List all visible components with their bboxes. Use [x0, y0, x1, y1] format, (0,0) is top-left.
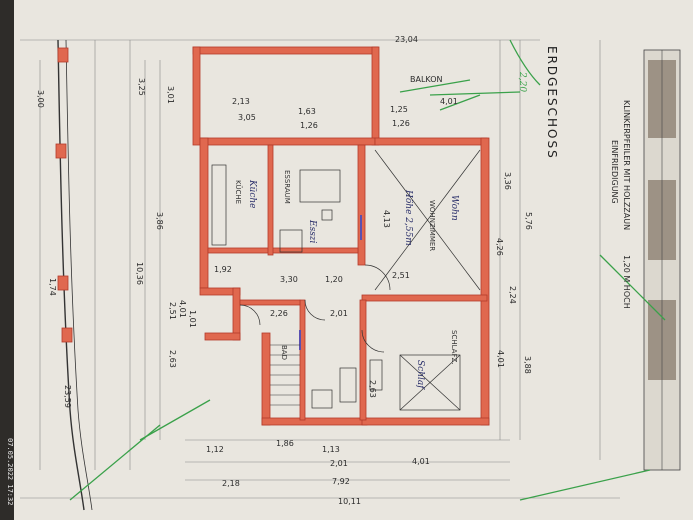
room-kueche: KÜCHE: [234, 180, 243, 204]
room-essraum: ESSRAUM: [283, 170, 291, 204]
svg-text:3,86: 3,86: [155, 212, 164, 230]
fence-posts: [55, 47, 73, 343]
svg-text:3,01: 3,01: [166, 86, 175, 104]
svg-text:1,26: 1,26: [300, 121, 318, 130]
svg-text:2,01: 2,01: [330, 309, 348, 318]
fence-line: [65, 39, 93, 511]
plan-title: ERDGESCHOSS: [545, 46, 559, 160]
svg-text:1,25: 1,25: [390, 105, 408, 114]
svg-text:4,01: 4,01: [440, 97, 458, 106]
room-bad: BAD: [280, 345, 288, 360]
svg-text:1,86: 1,86: [276, 439, 294, 448]
hand-schlaf: Schlaf: [415, 360, 425, 390]
dimensions-right: 3,36 5,76 4,26 2,24 3,88 4,01: [495, 172, 533, 374]
hand-essraum: Esszi: [307, 219, 317, 244]
green-note: 2,20: [517, 71, 527, 92]
balcony-label: BALKON: [410, 75, 443, 84]
fence-note-1: EINFRIEDIGUNG: [610, 140, 619, 204]
svg-text:7,92: 7,92: [332, 477, 350, 486]
svg-text:3,05: 3,05: [238, 113, 256, 122]
furniture: [211, 149, 481, 411]
svg-text:1,20: 1,20: [325, 275, 343, 284]
green-annotations: [69, 39, 666, 501]
svg-text:4,13: 4,13: [382, 210, 391, 228]
dimensions-bottom: 1,12 1,86 1,13 2,01 4,01 7,92 2,18 10,11: [206, 439, 430, 506]
svg-text:2,63: 2,63: [368, 380, 377, 398]
svg-text:23,04: 23,04: [395, 35, 418, 44]
svg-text:4,01: 4,01: [496, 350, 505, 368]
svg-text:2,51: 2,51: [168, 302, 177, 320]
svg-text:23,59: 23,59: [63, 385, 72, 408]
svg-text:4,26: 4,26: [495, 238, 504, 256]
door-swings: [239, 264, 391, 353]
plan-sheet: [14, 0, 693, 520]
svg-text:3,00: 3,00: [36, 90, 45, 108]
hand-kueche: Küche: [247, 179, 257, 209]
svg-text:1,92: 1,92: [214, 265, 232, 274]
fence-height-note: 1,20 M HOCH: [622, 255, 631, 309]
svg-text:2,18: 2,18: [222, 479, 240, 488]
svg-text:3,25: 3,25: [137, 78, 146, 96]
svg-text:10,36: 10,36: [135, 262, 144, 285]
svg-text:2,01: 2,01: [330, 459, 348, 468]
svg-text:2,51: 2,51: [392, 271, 410, 280]
svg-text:1,01: 1,01: [188, 310, 197, 328]
svg-text:1,13: 1,13: [322, 445, 340, 454]
dimensions-interior: 4,13 2,51 2,26 2,63 1,92 2,01 3,30 1,20: [214, 210, 410, 398]
svg-text:4,01: 4,01: [178, 300, 187, 318]
svg-text:1,74: 1,74: [48, 278, 57, 296]
svg-text:5,76: 5,76: [524, 212, 533, 230]
svg-text:4,01: 4,01: [412, 457, 430, 466]
svg-text:2,13: 2,13: [232, 97, 250, 106]
exterior-walls: [192, 46, 490, 426]
dimensions-top: 23,04 2,13 1,63 3,05 1,26 1,25 4,01 1,26: [232, 35, 458, 130]
svg-text:3,30: 3,30: [280, 275, 298, 284]
svg-text:2,26: 2,26: [270, 309, 288, 318]
property-boundary: [57, 39, 85, 511]
fence-note-2: KLINKERPFEILER MIT HOLZZAUN: [622, 100, 631, 230]
svg-text:1,12: 1,12: [206, 445, 224, 454]
svg-text:2,24: 2,24: [508, 286, 517, 304]
room-wohnzimmer: WOHNZIMMER: [428, 200, 436, 251]
doors: [299, 215, 362, 350]
room-schlafzimmer: SCHLAFZ.: [450, 330, 458, 365]
timestamp: 07.05.2022 17:32: [6, 438, 14, 505]
hand-hoehe: Höhe 2,55m: [403, 189, 413, 246]
hand-wohn: Wohn: [449, 195, 459, 221]
construction-lines: [20, 39, 620, 499]
dimensions-left: 3,25 3,01 3,86 10,36 2,51 2,63 4,01 1,01…: [36, 78, 197, 408]
fence-pillars-right: [643, 49, 681, 471]
svg-text:1,63: 1,63: [298, 107, 316, 116]
stairs: [270, 344, 300, 406]
svg-text:1,26: 1,26: [392, 119, 410, 128]
svg-text:2,63: 2,63: [168, 350, 177, 368]
svg-text:3,88: 3,88: [523, 356, 532, 374]
svg-text:3,36: 3,36: [503, 172, 512, 190]
svg-text:10,11: 10,11: [338, 497, 361, 506]
